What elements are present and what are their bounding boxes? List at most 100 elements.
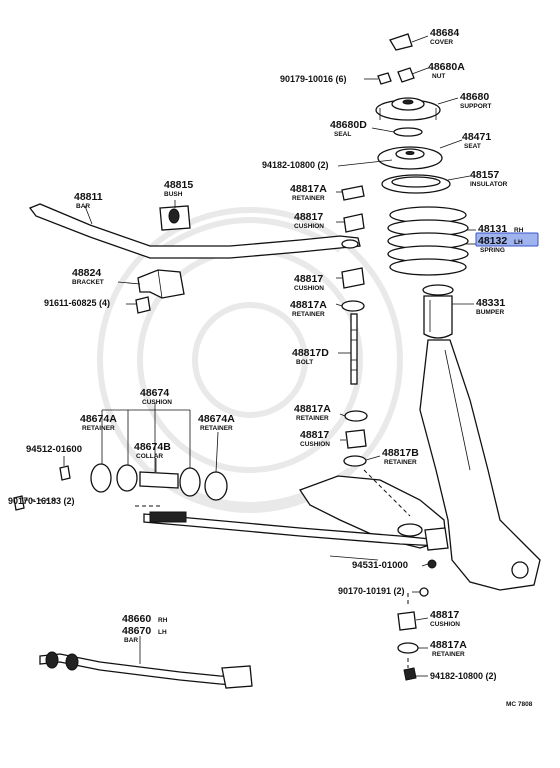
callout-91611[interactable]: 91611-60825 (4): [44, 298, 110, 308]
callout-48817a-4[interactable]: 48817A RETAINER: [430, 639, 467, 658]
callout-48680[interactable]: 48680 SUPPORT: [460, 91, 491, 110]
callout-48684[interactable]: 48684 COVER: [430, 27, 459, 46]
svg-text:48331: 48331: [476, 297, 505, 309]
callout-48817d[interactable]: 48817D BOLT: [292, 347, 329, 366]
callout-48817a-2[interactable]: 48817A RETAINER: [290, 299, 327, 318]
callout-48674[interactable]: 48674 CUSHION: [140, 387, 172, 406]
callout-90170b[interactable]: 90170-10191 (2): [338, 586, 405, 596]
stabilizer-bar-part: [28, 203, 361, 259]
callout-48824[interactable]: 48824 BRACKET: [72, 267, 104, 286]
bar-end-ring: [341, 239, 359, 249]
callout-48670[interactable]: 48670 LH BAR: [122, 625, 167, 644]
callout-48817-3[interactable]: 48817 CUSHION: [300, 429, 330, 448]
callout-48817-4[interactable]: 48817 CUSHION: [430, 609, 460, 628]
svg-text:BAR: BAR: [124, 637, 138, 644]
svg-text:48680D: 48680D: [330, 119, 367, 131]
svg-text:CUSHION: CUSHION: [430, 621, 460, 628]
retainer-48817b-part: [343, 455, 367, 467]
callout-48674a-left[interactable]: 48674A RETAINER: [80, 413, 117, 432]
callout-94182b[interactable]: 94182-10800 (2): [430, 671, 497, 681]
callout-94512[interactable]: 94512-01600: [26, 444, 82, 455]
callout-48674b[interactable]: 48674B COLLAR: [134, 441, 171, 460]
nut-94531-part: [427, 559, 437, 569]
callout-48471[interactable]: 48471 SEAT: [462, 131, 491, 150]
callout-90170a[interactable]: 90170-16183 (2): [8, 496, 75, 506]
svg-text:RETAINER: RETAINER: [292, 311, 325, 318]
callout-48680a[interactable]: 48680A NUT: [428, 61, 465, 80]
svg-text:94512-01600: 94512-01600: [26, 444, 82, 455]
callout-48674a-right[interactable]: 48674A RETAINER: [198, 413, 235, 432]
cushion-48817-4-part: [397, 611, 417, 631]
callout-48132[interactable]: 48132 LH SPRING: [478, 235, 523, 254]
svg-text:48680: 48680: [460, 91, 489, 103]
svg-text:BRACKET: BRACKET: [72, 279, 104, 286]
retainer-48817a-4-part: [397, 642, 419, 654]
callout-94531[interactable]: 94531-01000: [352, 560, 408, 571]
support-part: [375, 97, 441, 121]
callout-48817a-1[interactable]: 48817A RETAINER: [290, 183, 327, 202]
svg-text:48674: 48674: [140, 387, 169, 399]
bolt-90170a-part: [13, 495, 25, 511]
svg-text:LH: LH: [158, 629, 167, 636]
svg-text:48684: 48684: [430, 27, 459, 39]
callout-48811[interactable]: 48811 BAR: [74, 191, 103, 210]
callout-48817b[interactable]: 48817B RETAINER: [382, 447, 419, 466]
bracket-part: [137, 269, 185, 299]
callout-90179[interactable]: 90179-10016 (6): [280, 74, 347, 84]
svg-text:RH: RH: [514, 227, 524, 234]
svg-text:48817: 48817: [430, 609, 459, 621]
svg-text:48132: 48132: [478, 235, 507, 247]
bush-part: [159, 205, 191, 231]
svg-text:94182-10800 (2): 94182-10800 (2): [430, 671, 497, 681]
cushion-lower-part: [341, 267, 365, 289]
svg-text:48817: 48817: [300, 429, 329, 441]
dashed-guides: [24, 469, 411, 668]
strut-body-part: [419, 339, 541, 591]
leader-lines: [63, 35, 476, 677]
highlight-box-48132: [475, 232, 539, 247]
strut-rod-part: [143, 511, 449, 551]
svg-text:SEAT: SEAT: [464, 143, 481, 150]
svg-text:94182-10800 (2): 94182-10800 (2): [262, 160, 329, 170]
svg-text:48660: 48660: [122, 613, 151, 625]
svg-text:48817: 48817: [294, 211, 323, 223]
cushion-48817-3-part: [345, 429, 367, 449]
svg-text:90170-10191 (2): 90170-10191 (2): [338, 586, 405, 596]
svg-text:RETAINER: RETAINER: [200, 425, 233, 432]
svg-text:90170-16183 (2): 90170-16183 (2): [8, 496, 75, 506]
svg-text:CUSHION: CUSHION: [142, 399, 172, 406]
cover-part: [389, 33, 413, 51]
small-nut-part: [377, 72, 392, 85]
retainer-lower-part: [341, 300, 365, 312]
callout-48817-2[interactable]: 48817 CUSHION: [294, 273, 324, 292]
retainer-48817a-3-part: [344, 410, 368, 422]
callout-48331[interactable]: 48331 BUMPER: [476, 297, 505, 316]
callout-94182a[interactable]: 94182-10800 (2): [262, 160, 329, 170]
svg-text:48815: 48815: [164, 179, 193, 191]
svg-text:RETAINER: RETAINER: [432, 651, 465, 658]
svg-text:RH: RH: [158, 617, 168, 624]
strut-assembly: [375, 33, 541, 591]
svg-text:BUMPER: BUMPER: [476, 309, 504, 316]
svg-text:SPRING: SPRING: [480, 247, 505, 254]
callout-48131[interactable]: 48131 RH: [478, 223, 524, 235]
callout-48817a-3[interactable]: 48817A RETAINER: [294, 403, 331, 422]
bolt-48817d-part: [350, 313, 358, 385]
callout-48680d[interactable]: 48680D SEAL: [330, 119, 367, 138]
svg-text:90179-10016 (6): 90179-10016 (6): [280, 74, 347, 84]
svg-text:COLLAR: COLLAR: [136, 453, 163, 460]
svg-text:48817A: 48817A: [290, 299, 327, 311]
svg-text:48817A: 48817A: [294, 403, 331, 415]
svg-text:48817A: 48817A: [290, 183, 327, 195]
callout-48815[interactable]: 48815 BUSH: [164, 179, 193, 198]
svg-text:SUPPORT: SUPPORT: [460, 103, 491, 110]
svg-text:RETAINER: RETAINER: [292, 195, 325, 202]
callout-48157[interactable]: 48157 INSULATOR: [470, 169, 508, 188]
callout-48660[interactable]: 48660 RH: [122, 613, 168, 625]
svg-text:48817A: 48817A: [430, 639, 467, 651]
svg-text:RETAINER: RETAINER: [296, 415, 329, 422]
callout-48817-1[interactable]: 48817 CUSHION: [294, 211, 324, 230]
svg-text:RETAINER: RETAINER: [82, 425, 115, 432]
bumper-part: [422, 284, 454, 339]
svg-text:48131: 48131: [478, 223, 507, 235]
